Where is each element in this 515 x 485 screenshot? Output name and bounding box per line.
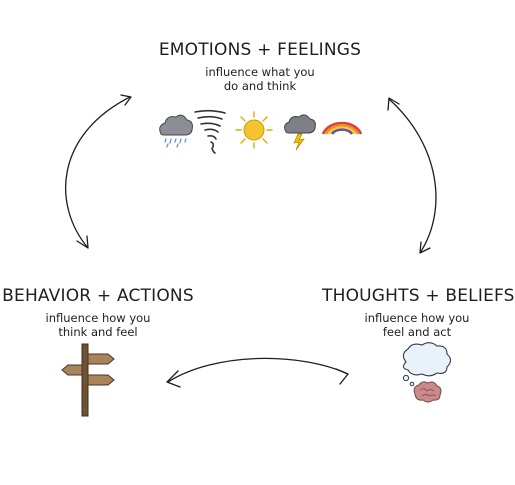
rainbow-icon [321, 121, 363, 135]
node-behavior-title: BEHAVIOR + ACTIONS [2, 286, 194, 306]
node-behavior-line2: think and feel [58, 325, 138, 339]
node-thoughts-line1: influence how you [364, 311, 470, 325]
node-behavior-line1: influence how you [45, 311, 151, 325]
sun-icon [235, 111, 273, 149]
arrow-emotions-thoughts [388, 98, 437, 254]
node-emotions-line2: do and think [223, 79, 297, 93]
node-emotions-description: influence what you do and think [130, 65, 390, 93]
lightning-cloud-icon [284, 114, 316, 151]
emotions-icon-row [159, 109, 363, 154]
node-emotions-title: EMOTIONS + FEELINGS [158, 40, 362, 60]
node-thoughts-title: THOUGHTS + BELIEFS [322, 286, 515, 306]
node-behavior-description: influence how you think and feel [0, 311, 196, 339]
rain-cloud-icon [159, 114, 193, 148]
arrow-behavior-thoughts [167, 357, 349, 383]
node-behavior: BEHAVIOR + ACTIONS influence how you thi… [0, 286, 196, 339]
brain-icon [413, 381, 442, 403]
tornado-icon [194, 109, 226, 154]
thought-bubble-brain-icon [402, 342, 452, 403]
signpost-icon [61, 343, 115, 417]
node-emotions: EMOTIONS + FEELINGS influence what you d… [130, 40, 390, 93]
node-thoughts-line2: feel and act [382, 325, 452, 339]
arrow-emotions-behavior [64, 96, 131, 249]
node-emotions-line1: influence what you [205, 65, 315, 79]
node-thoughts: THOUGHTS + BELIEFS influence how you fee… [322, 286, 515, 339]
node-thoughts-description: influence how you feel and act [322, 311, 512, 339]
